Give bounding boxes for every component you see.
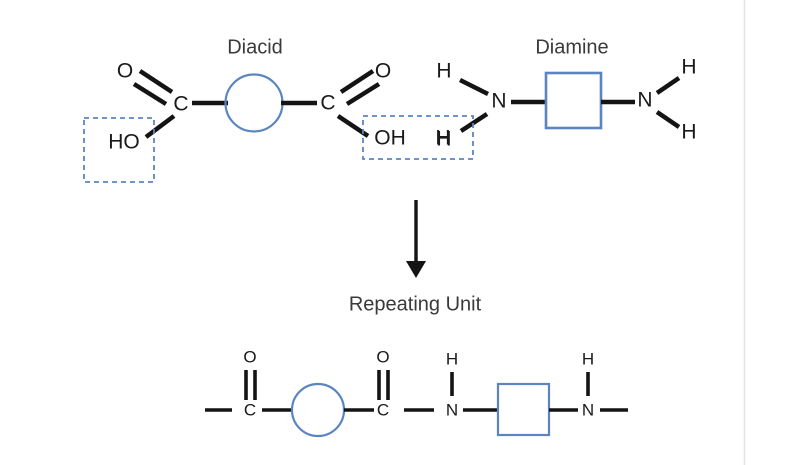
bond-n-h-right-bottom [655, 110, 681, 129]
bond-double-upper-left [138, 69, 174, 94]
diamine-group: Diamine H N H N H H [436, 36, 696, 150]
diacid-group: Diacid O C C O [117, 36, 391, 139]
amine-hydrogen-left-top-label: H [436, 60, 451, 83]
reaction-arrow [406, 200, 426, 278]
amine-hydrogen-right-bottom-label: H [681, 121, 696, 144]
product-carbonyl-carbon-right-label: C [377, 400, 389, 419]
repeating-unit-title: Repeating Unit [349, 293, 482, 315]
bond-n-h-left-bottom [459, 112, 489, 133]
carbonyl-carbon-right-label: C [320, 92, 335, 115]
product-amide-hydrogen-left-label: H [446, 349, 458, 368]
condensation-highlight-left-label: HO [108, 131, 140, 154]
product-amide-hydrogen-right-label: H [582, 349, 594, 368]
amine-hydrogen-left-bottom-label: H [436, 128, 451, 151]
product-amide-nitrogen-right-label: N [582, 400, 594, 419]
carbonyl-oxygen-right-label: O [375, 60, 391, 83]
amine-hydrogen-right-top-label: H [681, 56, 696, 79]
bond-n-h-right-top [655, 76, 681, 95]
amine-nitrogen-right-label: N [637, 89, 652, 112]
product-carbonyl-carbon-left-label: C [244, 400, 256, 419]
leaving-group-highlights: HO OH [83, 115, 474, 183]
diamine-title: Diamine [535, 36, 608, 58]
product-amide-nitrogen-left-label: N [446, 400, 458, 419]
condensation-highlight-right-box [362, 115, 474, 160]
bond-double-lower-right [345, 82, 381, 106]
product-carbonyl-oxygen-left-label: O [243, 347, 256, 366]
carbonyl-carbon-left-label: C [173, 93, 188, 116]
product-carbonyl-oxygen-right-label: O [376, 347, 389, 366]
bond-c-oh-left [144, 114, 176, 139]
carbonyl-oxygen-left-label: O [117, 60, 133, 83]
repeating-unit-group: O C O C H N H [205, 347, 628, 438]
bond-double-lower-left [132, 82, 168, 106]
amine-nitrogen-left-label: N [491, 90, 506, 113]
condensation-highlight-right-oh-label: OH [374, 127, 406, 150]
diacid-title: Diacid [227, 36, 283, 58]
bond-n-h-left-top [458, 77, 490, 97]
reaction-arrow-head [406, 261, 426, 278]
condensation-highlight-left-box [83, 117, 155, 183]
condensation-highlight-right-h-label: H [435, 127, 450, 150]
bond-double-upper-right [339, 69, 375, 94]
